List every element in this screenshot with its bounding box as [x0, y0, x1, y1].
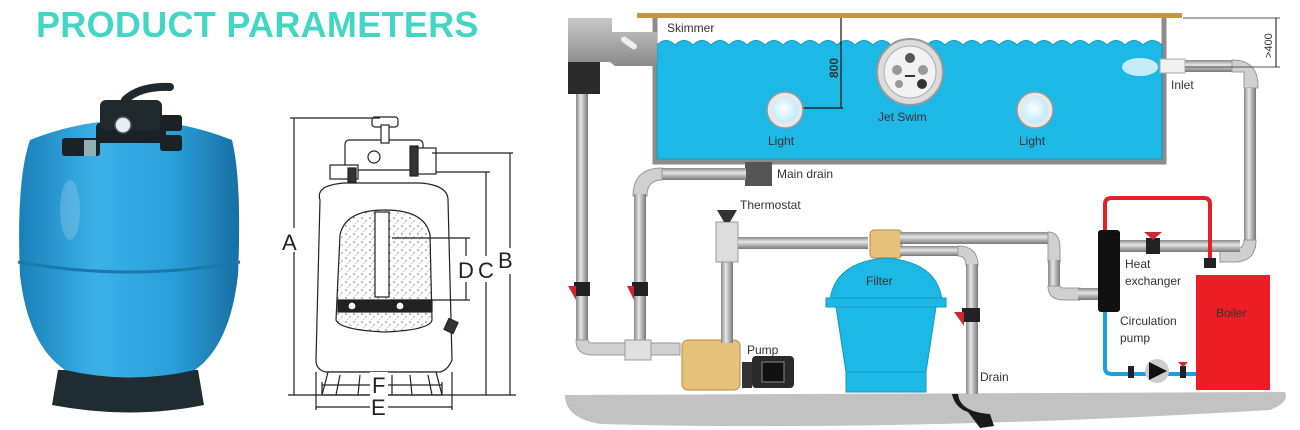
circulation-pump [1145, 359, 1169, 383]
dim-label-c: C [478, 258, 494, 283]
label-pump: Pump [747, 343, 779, 357]
label-filter: Filter [866, 274, 893, 288]
inlet-fitting [1159, 58, 1186, 74]
label-inlet-depth: >400 [1263, 33, 1275, 58]
hot-water-line [1103, 196, 1212, 262]
label-heat-exchanger-2: exchanger [1125, 274, 1181, 288]
ground [565, 392, 1286, 427]
pool-light-left [766, 91, 804, 129]
skimmer-basket [568, 62, 600, 94]
label-heat-exchanger-1: Heat [1125, 257, 1151, 271]
label-circulation-pump-2: pump [1120, 331, 1150, 345]
label-jet-swim: Jet Swim [878, 110, 927, 124]
label-thermostat: Thermostat [740, 198, 801, 212]
dim-label-e: E [371, 395, 386, 420]
pool-labels: Skimmer 800 Jet Swim Light Light Inlet >… [667, 21, 1275, 384]
label-light-right: Light [1019, 134, 1046, 148]
cold-water-line [1103, 312, 1198, 376]
pool-wall [652, 18, 1167, 165]
label-skimmer: Skimmer [667, 21, 714, 35]
label-boiler: Boiler [1216, 306, 1247, 320]
pool-system-diagram [565, 13, 1286, 428]
thermostat-icon [717, 210, 737, 222]
dimension-labels: A B C D E F [280, 228, 518, 420]
label-drain: Drain [980, 370, 1009, 384]
label-light-left: Light [768, 134, 795, 148]
valve-bypass [1144, 232, 1162, 254]
boiler [1196, 275, 1270, 390]
valve-drain-line [627, 282, 648, 300]
dim-label-b: B [498, 248, 513, 273]
pool-light-right [1016, 91, 1054, 129]
main-drain [745, 162, 772, 186]
dim-label-f: F [372, 373, 385, 398]
page-title: PRODUCT PARAMETERS [36, 4, 479, 45]
dim-label-d: D [458, 258, 474, 283]
pool-filter [825, 229, 947, 393]
label-circulation-pump-1: Circulation [1120, 314, 1177, 328]
label-depth: 800 [827, 58, 841, 78]
sand-filter-photo [17, 82, 241, 413]
drain-outlet [952, 394, 994, 428]
valve-skimmer-line [568, 282, 590, 300]
dim-label-a: A [282, 230, 297, 255]
valve-drain-outlet [954, 308, 980, 326]
pump [681, 339, 794, 391]
skimmer-body [568, 18, 657, 66]
pool-coping [637, 13, 1182, 18]
label-main-drain: Main drain [777, 167, 833, 181]
label-inlet: Inlet [1171, 78, 1194, 92]
heat-exchanger [1098, 230, 1120, 312]
jet-swim-unit [876, 38, 944, 106]
